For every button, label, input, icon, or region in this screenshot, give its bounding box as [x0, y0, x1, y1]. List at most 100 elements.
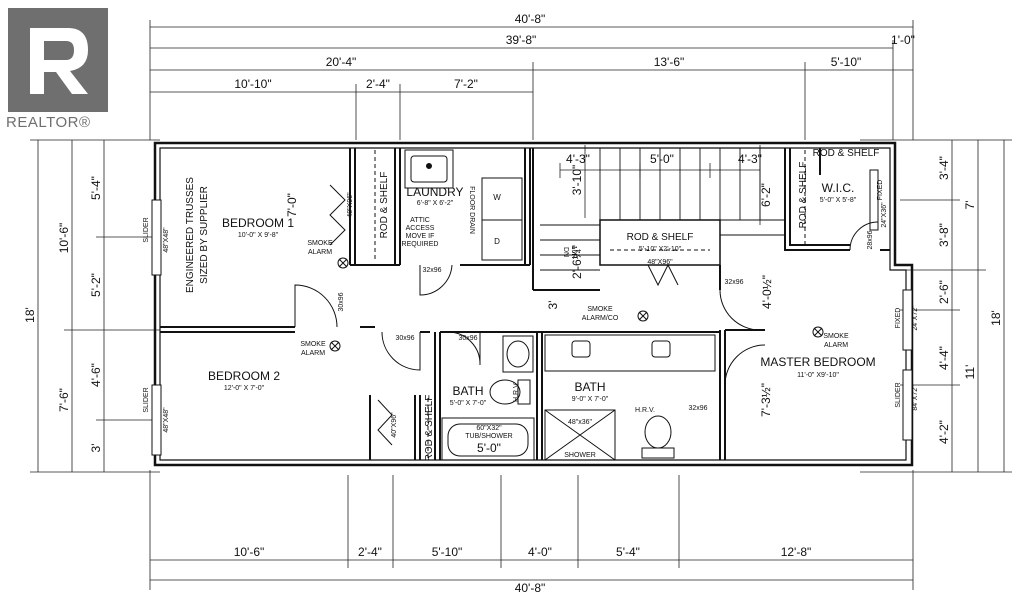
dim-left-col2: 10'-6"	[57, 223, 71, 254]
attic-access-label: ACCESS	[406, 225, 435, 232]
slider-label: SLIDER	[143, 217, 150, 242]
dim-right-col3: 4'-4"	[937, 346, 951, 370]
dim-top-overall: 40'-8"	[515, 12, 546, 26]
dim-left-col3: 5'-4"	[89, 176, 103, 200]
smoke-alarm-label: SMOKE	[823, 333, 849, 340]
dim-stair-top: 5'-0"	[650, 152, 674, 166]
interior-walls	[160, 148, 890, 460]
smoke-alarm-co-label: SMOKE	[587, 306, 613, 313]
door-size-label: 30x96	[458, 335, 477, 342]
door-size-label: 28x96	[867, 230, 874, 249]
dim-interior: 4'-0½"	[760, 275, 774, 309]
room-name-wic: W.I.C.	[822, 181, 855, 195]
room-size-bedroom1: 10'-0" X 9'-8"	[238, 232, 279, 239]
dim-bottom-overall: 40'-8"	[515, 581, 546, 595]
dim-stair-side: 3'-10"	[570, 165, 584, 196]
rod-shelf-label: ROD & SHELF	[798, 162, 809, 229]
rod-shelf-label: ROD & SHELF	[379, 172, 390, 239]
realtor-logo-text: REALTOR®	[6, 114, 91, 131]
window-size-label: 84"X72"	[912, 385, 919, 411]
dim-right-col2: 11'	[963, 365, 977, 380]
dim-right-overall: 18'	[989, 310, 1003, 326]
dim-top-row3: 5'-10"	[831, 55, 862, 69]
room-size-laundry: 6'-8" X 6'-2"	[417, 200, 454, 207]
smoke-alarm-co-label: ALARM/CO	[582, 315, 619, 322]
dim-bottom-row: 4'-0"	[528, 545, 552, 559]
realtor-logo	[8, 8, 108, 112]
dim-stair-top: 4'-3"	[738, 152, 762, 166]
slider-label: SLIDER	[895, 382, 902, 407]
rod-shelf-label: ROD & SHELF	[813, 148, 880, 159]
dim-top-row3: 20'-4"	[326, 55, 357, 69]
fixed-label: FIXED	[877, 180, 884, 201]
dim-right-col3: 3'-8"	[937, 223, 951, 247]
dim-bottom-row: 5'-4"	[616, 545, 640, 559]
attic-access-label: REQUIRED	[402, 241, 439, 248]
dim-stair-side: 6'-2"	[759, 183, 773, 207]
exterior-walls	[153, 141, 914, 467]
stairs	[540, 148, 785, 271]
closet-door-size: 48"X96"	[647, 259, 673, 266]
fixed-label: FIXED	[895, 308, 902, 329]
shower-size-label: 48"x36"	[568, 419, 593, 426]
dim-interior: 7'-3½"	[759, 383, 773, 417]
tub-size-label: 60"X32"	[476, 425, 502, 432]
closet-door-size: 48"X96"	[347, 192, 354, 218]
washer-label: W	[493, 193, 501, 202]
smoke-alarm-icon	[337, 257, 349, 269]
attic-access-label: ATTIC	[410, 217, 430, 224]
door-size-label: 32x96	[724, 279, 743, 286]
smoke-alarm-icon	[812, 326, 824, 338]
dim-top-row3: 13'-6"	[654, 55, 685, 69]
room-size-bath1: 5'-0" X 7'-0"	[450, 400, 487, 407]
dim-top-second: 39'-8"	[506, 33, 537, 47]
trusses-note-line1: ENGINEERED TRUSSES	[185, 177, 196, 293]
stair-risers-label: 16R	[570, 246, 577, 259]
hrv-label: H.R.V.	[635, 407, 655, 414]
room-name-bath2: BATH	[574, 380, 605, 394]
rod-shelf-hall-label: ROD & SHELF	[627, 232, 694, 243]
dim-top-row4: 10'-10"	[234, 77, 271, 91]
stair-dn-label: DN	[562, 247, 569, 257]
dim-bottom-row: 2'-4"	[358, 545, 382, 559]
hrv-label: H.R.V.	[513, 382, 520, 402]
slider-label: SLIDER	[143, 387, 150, 412]
dim-interior: 3'	[546, 301, 560, 310]
windows	[151, 169, 913, 456]
room-name-bedroom1: BEDROOM 1	[222, 216, 294, 230]
smoke-alarm-icon	[329, 340, 341, 352]
smoke-alarm-co-icon	[637, 310, 649, 322]
closet-door-size: 40"X96"	[391, 412, 398, 438]
room-name-bath1: BATH	[452, 384, 483, 398]
dim-left-col2: 7'-6"	[57, 388, 71, 412]
dim-bottom-row: 12'-8"	[781, 545, 812, 559]
dim-top-row4: 2'-4"	[366, 77, 390, 91]
window-size-label: 48"X48"	[163, 407, 170, 433]
room-name-bedroom2: BEDROOM 2	[208, 369, 280, 383]
shower-label: SHOWER	[564, 452, 596, 459]
dim-interior: 7'-0"	[285, 193, 299, 217]
smoke-alarm-label: ALARM	[824, 342, 848, 349]
trusses-note-line2: SIZED BY SUPPLIER	[199, 186, 210, 284]
dimension-lines	[30, 20, 1012, 590]
door-size-label: 32x96	[688, 405, 707, 412]
door-size-label: 32x96	[422, 267, 441, 274]
dim-left-overall: 18'	[23, 307, 37, 323]
dim-left-col3: 5'-2"	[89, 273, 103, 297]
dim-top-row4: 7'-2"	[454, 77, 478, 91]
smoke-alarm-label: SMOKE	[300, 341, 326, 348]
smoke-alarm-label: ALARM	[301, 350, 325, 357]
realtor-r-icon	[30, 28, 88, 94]
tub-label: TUB/SHOWER	[465, 433, 512, 440]
room-size-bath2: 9'-0" X 7'-0"	[572, 396, 609, 403]
floor-drain-label: FLOOR DRAIN	[468, 186, 475, 234]
room-name-laundry: LAUNDRY	[406, 185, 463, 199]
room-size-master: 11'-0" X9'-10"	[797, 372, 839, 379]
smoke-alarm-label: ALARM	[308, 249, 332, 256]
dim-bottom-row: 10'-6"	[234, 545, 265, 559]
dim-right-col3: 4'-2"	[937, 420, 951, 444]
dim-left-col3: 4'-6"	[89, 363, 103, 387]
dim-right-col3: 2'-6"	[937, 280, 951, 304]
dim-interior: 5'-0"	[477, 441, 501, 455]
